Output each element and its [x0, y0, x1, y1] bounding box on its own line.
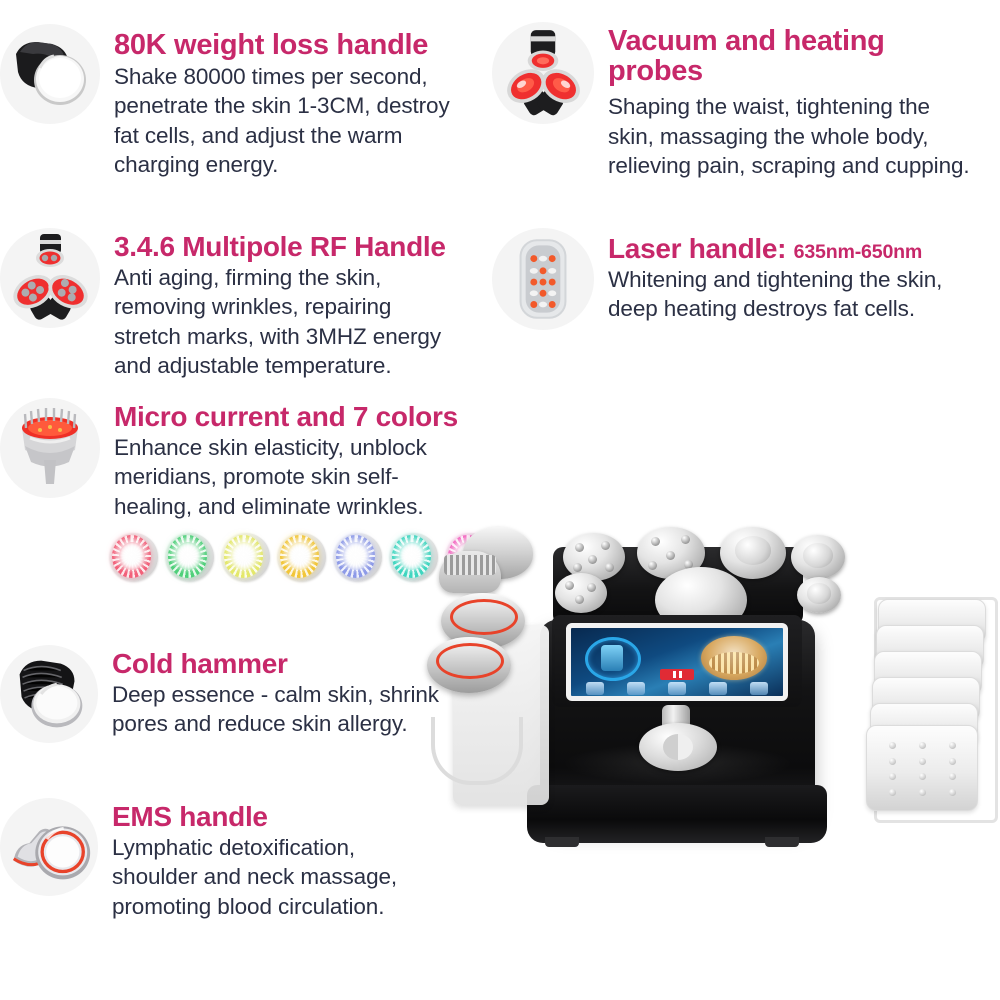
probe-multipole-low [555, 573, 607, 613]
laser-diode [888, 788, 896, 796]
probe-cavitation-small [791, 535, 845, 579]
touchscreen-display[interactable] [566, 623, 788, 701]
led-core [231, 542, 257, 570]
led-core [119, 542, 145, 570]
feature-multipole-rf-handle: 3.4.6 Multipole RF Handle Anti aging, fi… [0, 228, 500, 380]
feature-title: EMS handle [112, 801, 268, 832]
laser-diode [948, 788, 956, 796]
laser-wavelength: 635nm-650nm [793, 241, 923, 263]
probe-stud [601, 541, 610, 550]
handle-cable [431, 717, 523, 785]
probe-stud [565, 581, 574, 590]
feature-title: Cold hammer [112, 648, 288, 679]
feature-title: Vacuum and heating probes [608, 25, 885, 88]
screen-tab[interactable] [708, 681, 727, 695]
probe-stud [573, 563, 582, 572]
led-core [399, 542, 425, 570]
feature-description: Deep essence - calm skin, shrink pores a… [112, 682, 439, 737]
handle-rf-ring-b [427, 637, 511, 693]
laser-diode [918, 742, 926, 750]
screen-tab-bar[interactable] [575, 680, 779, 696]
screen-body-scan-dial [585, 637, 641, 681]
feature-title: Micro current and 7 colors [114, 401, 458, 432]
led-swatch-yellow [278, 533, 326, 581]
led-swatch-cyan [390, 533, 438, 581]
laser-diode [888, 773, 896, 781]
feature-description: Shake 80000 times per second, penetrate … [114, 64, 450, 177]
laser-diode [918, 757, 926, 765]
microcurrent-head-icon [0, 398, 100, 498]
feature-description: Shaping the waist, tightening the skin, … [608, 94, 970, 178]
machine-logo-plate [639, 723, 717, 771]
probe-stud [651, 537, 660, 546]
laser-diode [948, 757, 956, 765]
machine-base [527, 785, 827, 843]
probe-stud [575, 543, 584, 552]
probe-stud [648, 561, 657, 570]
cold-hammer-icon [0, 645, 98, 743]
feature-80k-weight-loss-handle: 80K weight loss handle Shake 80000 times… [0, 24, 500, 179]
handle-microcurrent-head [439, 551, 501, 593]
feature-description: Enhance skin elasticity, unblock meridia… [114, 435, 427, 519]
ems-handle-icon [0, 798, 98, 896]
probe-stud [605, 563, 614, 572]
laser-pad-front [866, 725, 978, 811]
probe-stud [575, 595, 584, 604]
probe-stud [588, 555, 597, 564]
machine-foot [545, 837, 579, 847]
laser-pad-diodes [877, 738, 967, 800]
probe-stud [587, 583, 596, 592]
probe-stud [684, 560, 693, 569]
yin-yang-logo-icon [663, 734, 693, 760]
laser-pad-icon [492, 228, 594, 330]
led-core [175, 542, 201, 570]
laser-diode [948, 742, 956, 750]
probe-dome-right-low [797, 577, 841, 613]
laser-diode [948, 773, 956, 781]
feature-micro-current-7-colors: Micro current and 7 colors Enhance skin … [0, 398, 520, 521]
laser-diode [888, 757, 896, 765]
led-swatch-green [166, 533, 214, 581]
screen-tab[interactable] [667, 681, 686, 695]
laser-title-main: Laser handle: [608, 233, 794, 264]
machine-foot [765, 837, 799, 847]
feature-title: 3.4.6 Multipole RF Handle [114, 231, 446, 262]
led-core [343, 542, 369, 570]
led-swatch-yellow-green [222, 533, 270, 581]
led-swatch-red [110, 533, 158, 581]
probe-stud [681, 535, 690, 544]
feature-description: Anti aging, firming the skin, removing w… [114, 265, 441, 378]
laser-diode [918, 773, 926, 781]
cavitation-handle-icon [0, 24, 100, 124]
laser-diode [888, 742, 896, 750]
screen-tab[interactable] [627, 681, 646, 695]
screen-tab[interactable] [586, 681, 605, 695]
screen-body-figure [601, 645, 623, 671]
feature-description: Whitening and tightening the skin, deep … [608, 267, 943, 322]
laser-pad-rack [864, 599, 994, 815]
rf-multipole-handle-icon [0, 228, 100, 328]
screen-tab[interactable] [749, 681, 768, 695]
feature-cold-hammer: Cold hammer Deep essence - calm skin, sh… [0, 645, 470, 743]
feature-description: Lymphatic detoxification, shoulder and n… [112, 835, 398, 919]
probe-stud [666, 551, 675, 560]
vacuum-probes-icon [492, 22, 594, 124]
led-swatch-blue [334, 533, 382, 581]
feature-laser-handle: Laser handle: 635nm-650nm Whitening and … [492, 228, 1000, 330]
feature-title: 80K weight loss handle [114, 29, 429, 61]
probe-multipole-medium [637, 527, 705, 579]
screen-pause-button[interactable] [660, 669, 694, 680]
feature-title: Laser handle: 635nm-650nm [608, 234, 942, 263]
led-core [287, 542, 313, 570]
screen-bezel [552, 615, 802, 707]
feature-ems-handle: EMS handle Lymphatic detoxification, sho… [0, 798, 470, 921]
machine-product-image [415, 485, 1000, 915]
probe-cavitation-large [720, 527, 786, 579]
feature-vacuum-and-heating-probes: Vacuum and heating probes Shaping the wa… [492, 22, 1000, 180]
screen-treatment-graphic [701, 636, 767, 680]
laser-diode [918, 788, 926, 796]
